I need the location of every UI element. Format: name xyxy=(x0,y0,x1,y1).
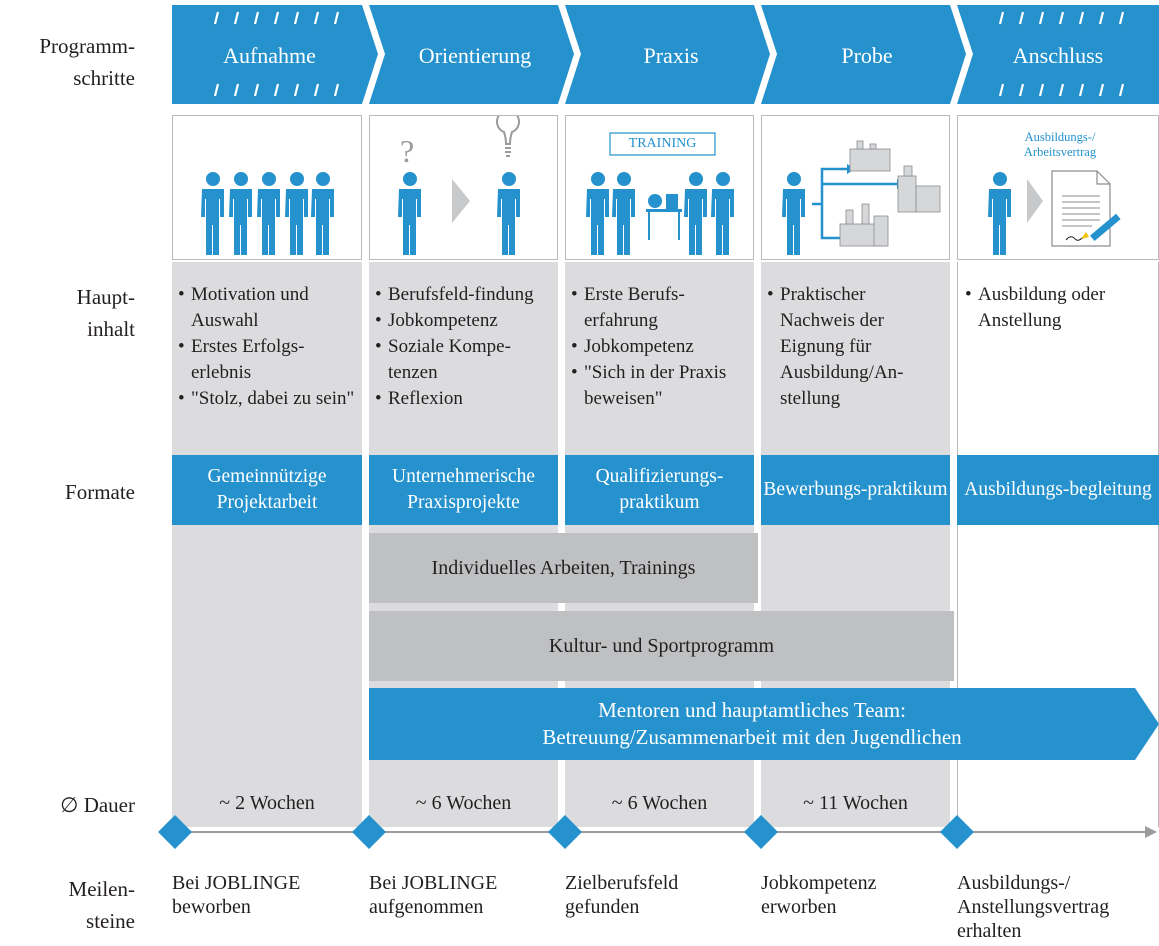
chevron-aufnahme xyxy=(172,5,378,104)
stage-label-anschluss: Anschluss xyxy=(1012,43,1104,68)
chevron-probe xyxy=(761,5,966,104)
branch-arrows-icon xyxy=(812,167,897,240)
content-item: Jobkompetenz xyxy=(571,334,751,360)
mentoren-text: Mentoren und hauptamtliches Team: Betreu… xyxy=(369,697,1135,751)
people-group-icon xyxy=(201,172,334,255)
icon-box-aufnahme xyxy=(172,115,362,260)
content-item: Berufsfeld-findung xyxy=(375,282,555,308)
contract-signing-icon xyxy=(988,170,1121,255)
band-kultur-sport: Kultur- und Sportprogramm xyxy=(369,611,954,681)
stage-label-praxis: Praxis xyxy=(643,43,699,68)
milestone-probe: Jobkompetenz erworben xyxy=(761,872,877,918)
mentoren-arrow xyxy=(369,688,1159,760)
contract-label: Ausbildungs-/ Arbeitsvertrag xyxy=(1023,130,1097,159)
icon-box-praxis: TRAINING xyxy=(565,115,754,260)
duration-orientierung: ~ 6 Wochen xyxy=(415,792,512,814)
content-item: Ausbildung oder Anstellung xyxy=(965,282,1150,334)
chevron-anschluss xyxy=(957,5,1159,104)
format-label: Ausbildungs-begleitung xyxy=(964,479,1152,500)
chevron-praxis xyxy=(565,5,770,104)
content-probe: Praktischer Nachweis der Eignung für Aus… xyxy=(767,282,937,412)
format-probe: Bewerbungs-praktikum xyxy=(761,455,950,525)
stage-label-aufnahme: Aufnahme xyxy=(223,43,316,68)
duration-praxis: ~ 6 Wochen xyxy=(611,792,708,814)
content-aufnahme: Motivation und Auswahl Erstes Erfolgs-er… xyxy=(178,282,358,412)
content-item: "Sich in der Praxis beweisen" xyxy=(571,360,751,412)
icon-box-probe xyxy=(761,115,950,260)
stage-chevron-bar xyxy=(172,5,1159,104)
content-praxis: Erste Berufs-erfahrung Jobkompetenz "Sic… xyxy=(571,282,751,412)
branching-company-icon xyxy=(782,140,941,255)
decorative-ticks xyxy=(213,11,1125,97)
stage-label-orientierung: Orientierung xyxy=(418,43,532,68)
content-item: Jobkompetenz xyxy=(375,308,555,334)
band-label: Kultur- und Sportprogramm xyxy=(548,634,775,657)
band-label: Individuelles Arbeiten, Trainings xyxy=(431,556,696,579)
lightbulb-icon xyxy=(496,109,520,157)
question-to-idea-icon: ? xyxy=(398,109,520,255)
content-item: Motivation und Auswahl xyxy=(178,282,358,334)
milestone-praxis: Zielberufsfeld gefunden xyxy=(565,872,679,918)
content-anschluss: Ausbildung oder Anstellung xyxy=(965,282,1150,334)
format-aufnahme: Gemeinnützige Projektarbeit xyxy=(172,455,362,525)
arrow-right-icon xyxy=(1027,179,1043,223)
milestone-anschluss: Ausbildungs-/ Anstellungsvertrag erhalte… xyxy=(957,872,1110,942)
duration-aufnahme: ~ 2 Wochen xyxy=(219,792,315,814)
format-label: Bewerbungs-praktikum xyxy=(763,479,948,500)
pen-icon xyxy=(1065,213,1121,241)
mentoren-line-1: Mentoren und hauptamtliches Team: xyxy=(598,698,906,722)
mentoren-line-2: Betreuung/Zusammenarbeit mit den Jugendl… xyxy=(542,725,962,749)
format-label: Qualifizierungs-praktikum xyxy=(595,466,724,513)
icon-box-orientierung: ? xyxy=(369,109,558,260)
desk-icon xyxy=(646,194,682,240)
row-label-dauer: ∅ Dauer xyxy=(60,793,135,817)
document-icon xyxy=(1051,170,1111,247)
timeline-axis xyxy=(170,826,1157,838)
row-label-programmschritte: Programm- schritte xyxy=(39,34,135,90)
stage-label-probe: Probe xyxy=(841,43,893,68)
format-praxis: Qualifizierungs-praktikum xyxy=(565,455,754,525)
format-label: Gemeinnützige Projektarbeit xyxy=(207,466,327,513)
format-orientierung: Unternehmerische Praxisprojekte xyxy=(369,455,558,525)
training-icon xyxy=(586,132,734,255)
band-individuelles-arbeiten: Individuelles Arbeiten, Trainings xyxy=(369,533,758,603)
content-item: "Stolz, dabei zu sein" xyxy=(178,386,358,412)
format-anschluss: Ausbildungs-begleitung xyxy=(957,455,1159,525)
factory-icon xyxy=(849,140,891,172)
milestone-orientierung: Bei JOBLINGE aufgenommen xyxy=(369,872,498,918)
milestone-aufnahme: Bei JOBLINGE beworben xyxy=(172,872,301,918)
row-label-formate: Formate xyxy=(65,480,135,504)
row-label-meilensteine: Meilen- steine xyxy=(68,877,135,933)
content-item: Praktischer Nachweis der Eignung für Aus… xyxy=(767,282,937,412)
chevron-orientierung xyxy=(369,5,574,104)
content-item: Soziale Kompe-tenzen xyxy=(375,334,555,386)
icon-box-anschluss: Ausbildungs-/ Arbeitsvertrag xyxy=(957,115,1159,260)
question-mark-icon: ? xyxy=(400,133,414,169)
industrial-plant-icon xyxy=(839,203,889,247)
training-label: TRAINING xyxy=(628,136,697,151)
arrow-right-icon xyxy=(452,179,470,223)
duration-probe: ~ 11 Wochen xyxy=(803,792,908,814)
content-item: Reflexion xyxy=(375,386,555,412)
row-label-hauptinhalt: Haupt- inhalt xyxy=(76,285,135,341)
content-item: Erste Berufs-erfahrung xyxy=(571,282,751,334)
format-label: Unternehmerische Praxisprojekte xyxy=(392,466,535,513)
content-item: Erstes Erfolgs-erlebnis xyxy=(178,334,358,386)
content-orientierung: Berufsfeld-findung Jobkompetenz Soziale … xyxy=(375,282,555,412)
office-building-icon xyxy=(897,165,941,213)
